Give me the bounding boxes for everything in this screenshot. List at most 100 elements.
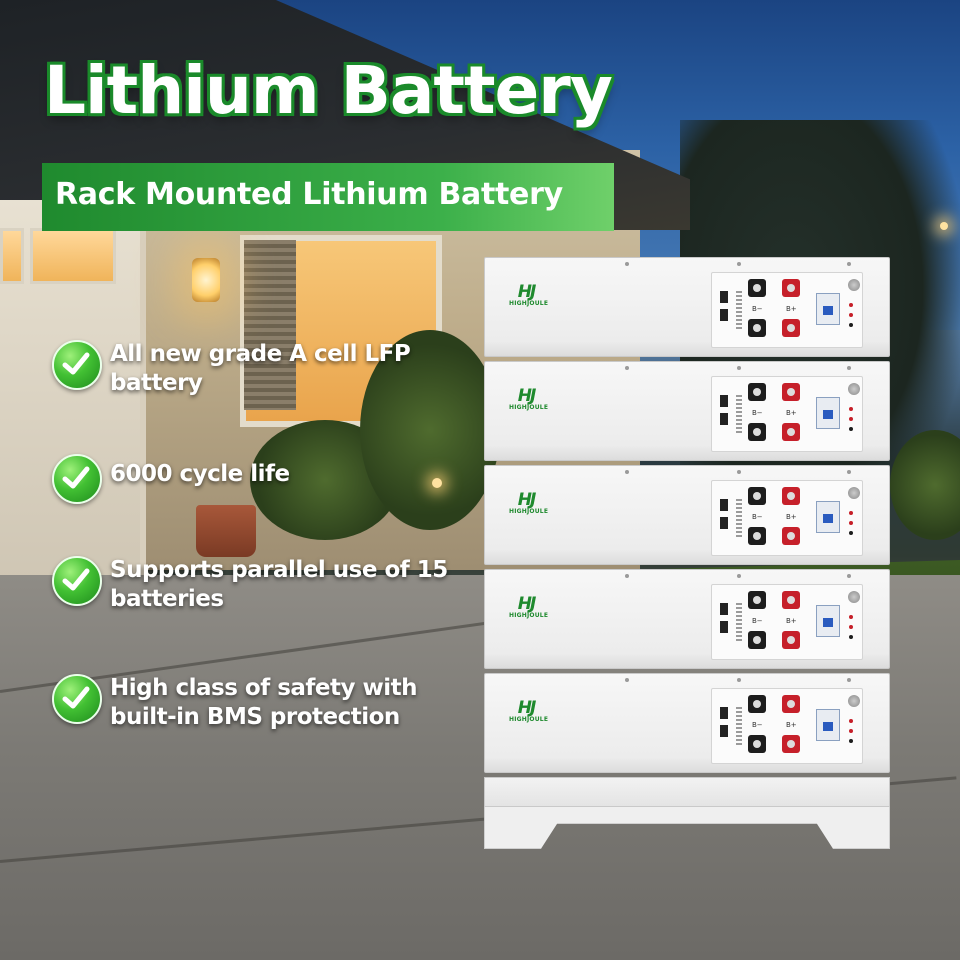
power-switch (848, 383, 860, 395)
feature-text: All new grade A cell LFP battery (110, 340, 411, 398)
brand-logo: HJ HIGHJOULE (509, 698, 549, 724)
wall-lamp (192, 258, 220, 302)
negative-terminal (748, 527, 766, 545)
positive-terminal (782, 279, 800, 297)
port-labels (736, 603, 742, 643)
feature-item: All new grade A cell LFP battery (52, 340, 411, 398)
positive-terminal (782, 631, 800, 649)
battery-module: HJ HIGHJOULE B− B+ (484, 465, 890, 565)
comm-port (720, 603, 728, 615)
subtitle-banner: Rack Mounted Lithium Battery (42, 163, 614, 231)
feature-text: 6000 cycle life (110, 454, 290, 489)
screw-icon (625, 678, 629, 682)
power-switch (848, 487, 860, 499)
negative-terminal (748, 487, 766, 505)
terminal-panel: B− B+ (711, 272, 863, 348)
brand-name: HIGHJOULE (509, 300, 549, 307)
positive-label: B+ (786, 721, 797, 729)
brand-mark: HJ (517, 282, 537, 302)
feature-item: High class of safety with built-in BMS p… (52, 674, 418, 732)
power-switch (848, 695, 860, 707)
screw-icon (847, 262, 851, 266)
negative-label: B− (752, 513, 763, 521)
negative-terminal (748, 383, 766, 401)
feature-line: battery (110, 370, 203, 396)
positive-label: B+ (786, 513, 797, 521)
brand-mark: HJ (517, 698, 537, 718)
brand-logo: HJ HIGHJOULE (509, 596, 548, 620)
screw-icon (847, 574, 851, 578)
terminal-panel: B− B+ (711, 688, 863, 764)
negative-terminal (748, 279, 766, 297)
comm-port (720, 309, 728, 321)
terminal-panel: B− B+ (711, 376, 863, 452)
screw-icon (737, 678, 741, 682)
brand-name: HIGHJOULE (509, 716, 549, 723)
feature-text: Supports parallel use of 15 batteries (110, 556, 448, 614)
positive-terminal (782, 487, 800, 505)
port-labels (736, 707, 742, 747)
screw-icon (625, 366, 629, 370)
positive-terminal (782, 319, 800, 337)
negative-label: B− (752, 721, 763, 729)
brand-name: HIGHJOULE (509, 404, 549, 411)
brand-logo: HJ HIGHJOULE (509, 492, 549, 516)
positive-terminal (782, 735, 800, 753)
circuit-breaker (816, 293, 840, 325)
positive-label: B+ (786, 617, 797, 625)
status-led (849, 323, 853, 327)
comm-port (720, 517, 728, 529)
screw-icon (625, 470, 629, 474)
status-led (849, 511, 853, 515)
check-circle-icon (52, 556, 102, 606)
screw-icon (737, 574, 741, 578)
terminal-panel: B− B+ (711, 480, 863, 556)
negative-label: B− (752, 617, 763, 625)
check-circle-icon (52, 674, 102, 724)
comm-port (720, 707, 728, 719)
bush (360, 330, 500, 530)
positive-terminal (782, 591, 800, 609)
negative-terminal (748, 591, 766, 609)
positive-label: B+ (786, 409, 797, 417)
negative-terminal (748, 695, 766, 713)
feature-item: 6000 cycle life (52, 454, 290, 504)
screw-icon (737, 262, 741, 266)
port-labels (736, 499, 742, 539)
screw-icon (625, 262, 629, 266)
status-led (849, 427, 853, 431)
circuit-breaker (816, 709, 840, 741)
status-led (849, 729, 853, 733)
garage-window (0, 228, 24, 284)
negative-terminal (748, 631, 766, 649)
garden-light (432, 478, 442, 488)
negative-label: B− (752, 305, 763, 313)
bush (890, 430, 960, 540)
feature-text: High class of safety with built-in BMS p… (110, 674, 418, 732)
port-labels (736, 395, 742, 435)
feature-line: All new grade A cell LFP (110, 341, 411, 367)
brand-logo: HJ HIGHJOULE (509, 282, 549, 308)
brand-name: HIGHJOULE (509, 508, 549, 515)
garage-window (30, 228, 116, 284)
brand-mark: HJ (517, 386, 537, 406)
status-led (849, 417, 853, 421)
subtitle-text: Rack Mounted Lithium Battery (55, 177, 563, 212)
feature-line: Supports parallel use of 15 (110, 557, 448, 583)
circuit-breaker (816, 501, 840, 533)
positive-label: B+ (786, 305, 797, 313)
window-shutter (244, 240, 296, 410)
screw-icon (847, 366, 851, 370)
port-labels (736, 291, 742, 331)
terminal-panel: B− B+ (711, 584, 863, 660)
power-switch (848, 591, 860, 603)
positive-terminal (782, 695, 800, 713)
positive-terminal (782, 383, 800, 401)
positive-terminal (782, 423, 800, 441)
flower-pot (196, 505, 256, 557)
status-led (849, 313, 853, 317)
status-led (849, 531, 853, 535)
circuit-breaker (816, 397, 840, 429)
check-circle-icon (52, 340, 102, 390)
